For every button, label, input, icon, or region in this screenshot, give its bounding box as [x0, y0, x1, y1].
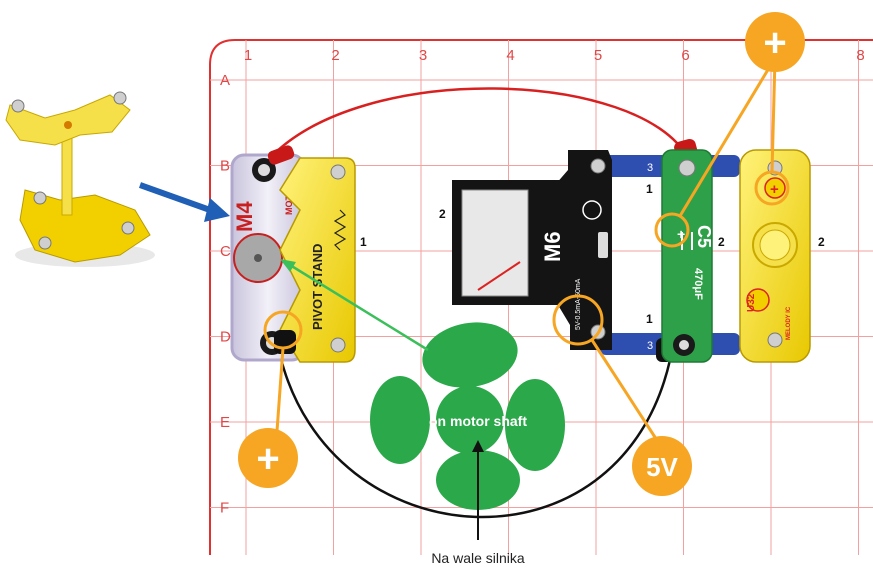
motor-m4: M4 MOTOR: [230, 153, 306, 362]
badge-voltage-text: 5V: [646, 452, 678, 482]
grid-border: [209, 39, 873, 555]
grid-row-label: A: [220, 72, 230, 89]
melody-ic-u32: + U32 MELODY IC 2: [739, 149, 825, 363]
badge-voltage: 5V: [632, 436, 692, 496]
meter-needle: [477, 261, 521, 291]
meter-code: M6: [540, 231, 565, 262]
capacitor-code: C5: [694, 225, 714, 248]
grid-row-label: F: [220, 500, 229, 517]
grid-row-label: D: [220, 329, 231, 346]
resistor-symbol: [333, 209, 347, 251]
highlight-capacitor-plus: [654, 212, 690, 248]
grid-column-label: 4: [506, 47, 514, 64]
black-jumper-wire: [278, 354, 672, 519]
badge-pointer-lines: [274, 57, 777, 449]
grid-column-label: 5: [594, 47, 602, 64]
pivot-pin-label: 1: [360, 235, 367, 249]
grid-row-label: B: [220, 158, 230, 175]
grid-row-label: C: [220, 243, 231, 260]
grid-column-label: 2: [331, 47, 339, 64]
red-jumper-wire: [267, 87, 690, 161]
meter-rating: 5V-0.5mA-50mA: [575, 278, 582, 330]
motor-shaft: [254, 254, 262, 262]
caption-text: Na wale silnika: [431, 550, 525, 566]
svg-text:+: +: [770, 181, 779, 198]
capacitor-pin-right: 2: [718, 235, 725, 249]
grid-column-label: 3: [419, 47, 427, 64]
shaft-pointer-arrow: [280, 259, 429, 352]
caption-arrow: [472, 440, 484, 540]
grid-row-labels: A B C D E F: [220, 72, 231, 517]
capacitor-pin-bottom: 1: [646, 312, 653, 326]
melody-code: U32: [746, 293, 757, 312]
strip-top-number: 3: [647, 162, 653, 174]
black-wire-plug-left: [274, 330, 296, 354]
melody-name: MELODY IC: [786, 306, 792, 340]
capacitor-pin-top: 1: [646, 182, 653, 196]
badge-bottom-plus: +: [238, 428, 298, 488]
pivot-stand-label: PIVOT STAND: [310, 244, 325, 330]
highlight-meter-terminal: [552, 294, 604, 346]
red-wire-plug-left: [267, 145, 295, 165]
motor-snap-top: [252, 158, 276, 182]
blue-pointer-arrow: [138, 182, 230, 222]
grid-row-label: E: [220, 414, 230, 431]
pivot-stand-photo: [5, 91, 155, 267]
melody-pin-right: 2: [818, 235, 825, 249]
capacitor-value: 470μF: [692, 268, 704, 300]
meter-m6: M6 5V-0.5mA-50mA 2: [439, 150, 612, 350]
meter-symbol: [582, 200, 602, 220]
meter-pin-label: 2: [439, 207, 446, 221]
capacitor-c5: C5 470μF + 1 1 2: [646, 149, 725, 363]
badge-top-plus-text: +: [763, 21, 786, 65]
meter-switch: [598, 232, 608, 258]
badge-bottom-plus-text: +: [256, 437, 279, 481]
grid-column-label: 8: [856, 47, 864, 64]
grid-column-label: 6: [681, 47, 689, 64]
fan-blade: on motor shaft: [370, 322, 565, 510]
grid-column-label: 1: [244, 47, 252, 64]
capacitor-plus: +: [677, 226, 685, 242]
strip-bottom-number: 3: [647, 340, 653, 352]
badge-top-plus: +: [745, 12, 805, 72]
motor-code: M4: [232, 201, 257, 232]
pivot-stand: PIVOT STAND 1: [279, 157, 367, 363]
fan-label: on motor shaft: [429, 413, 527, 429]
